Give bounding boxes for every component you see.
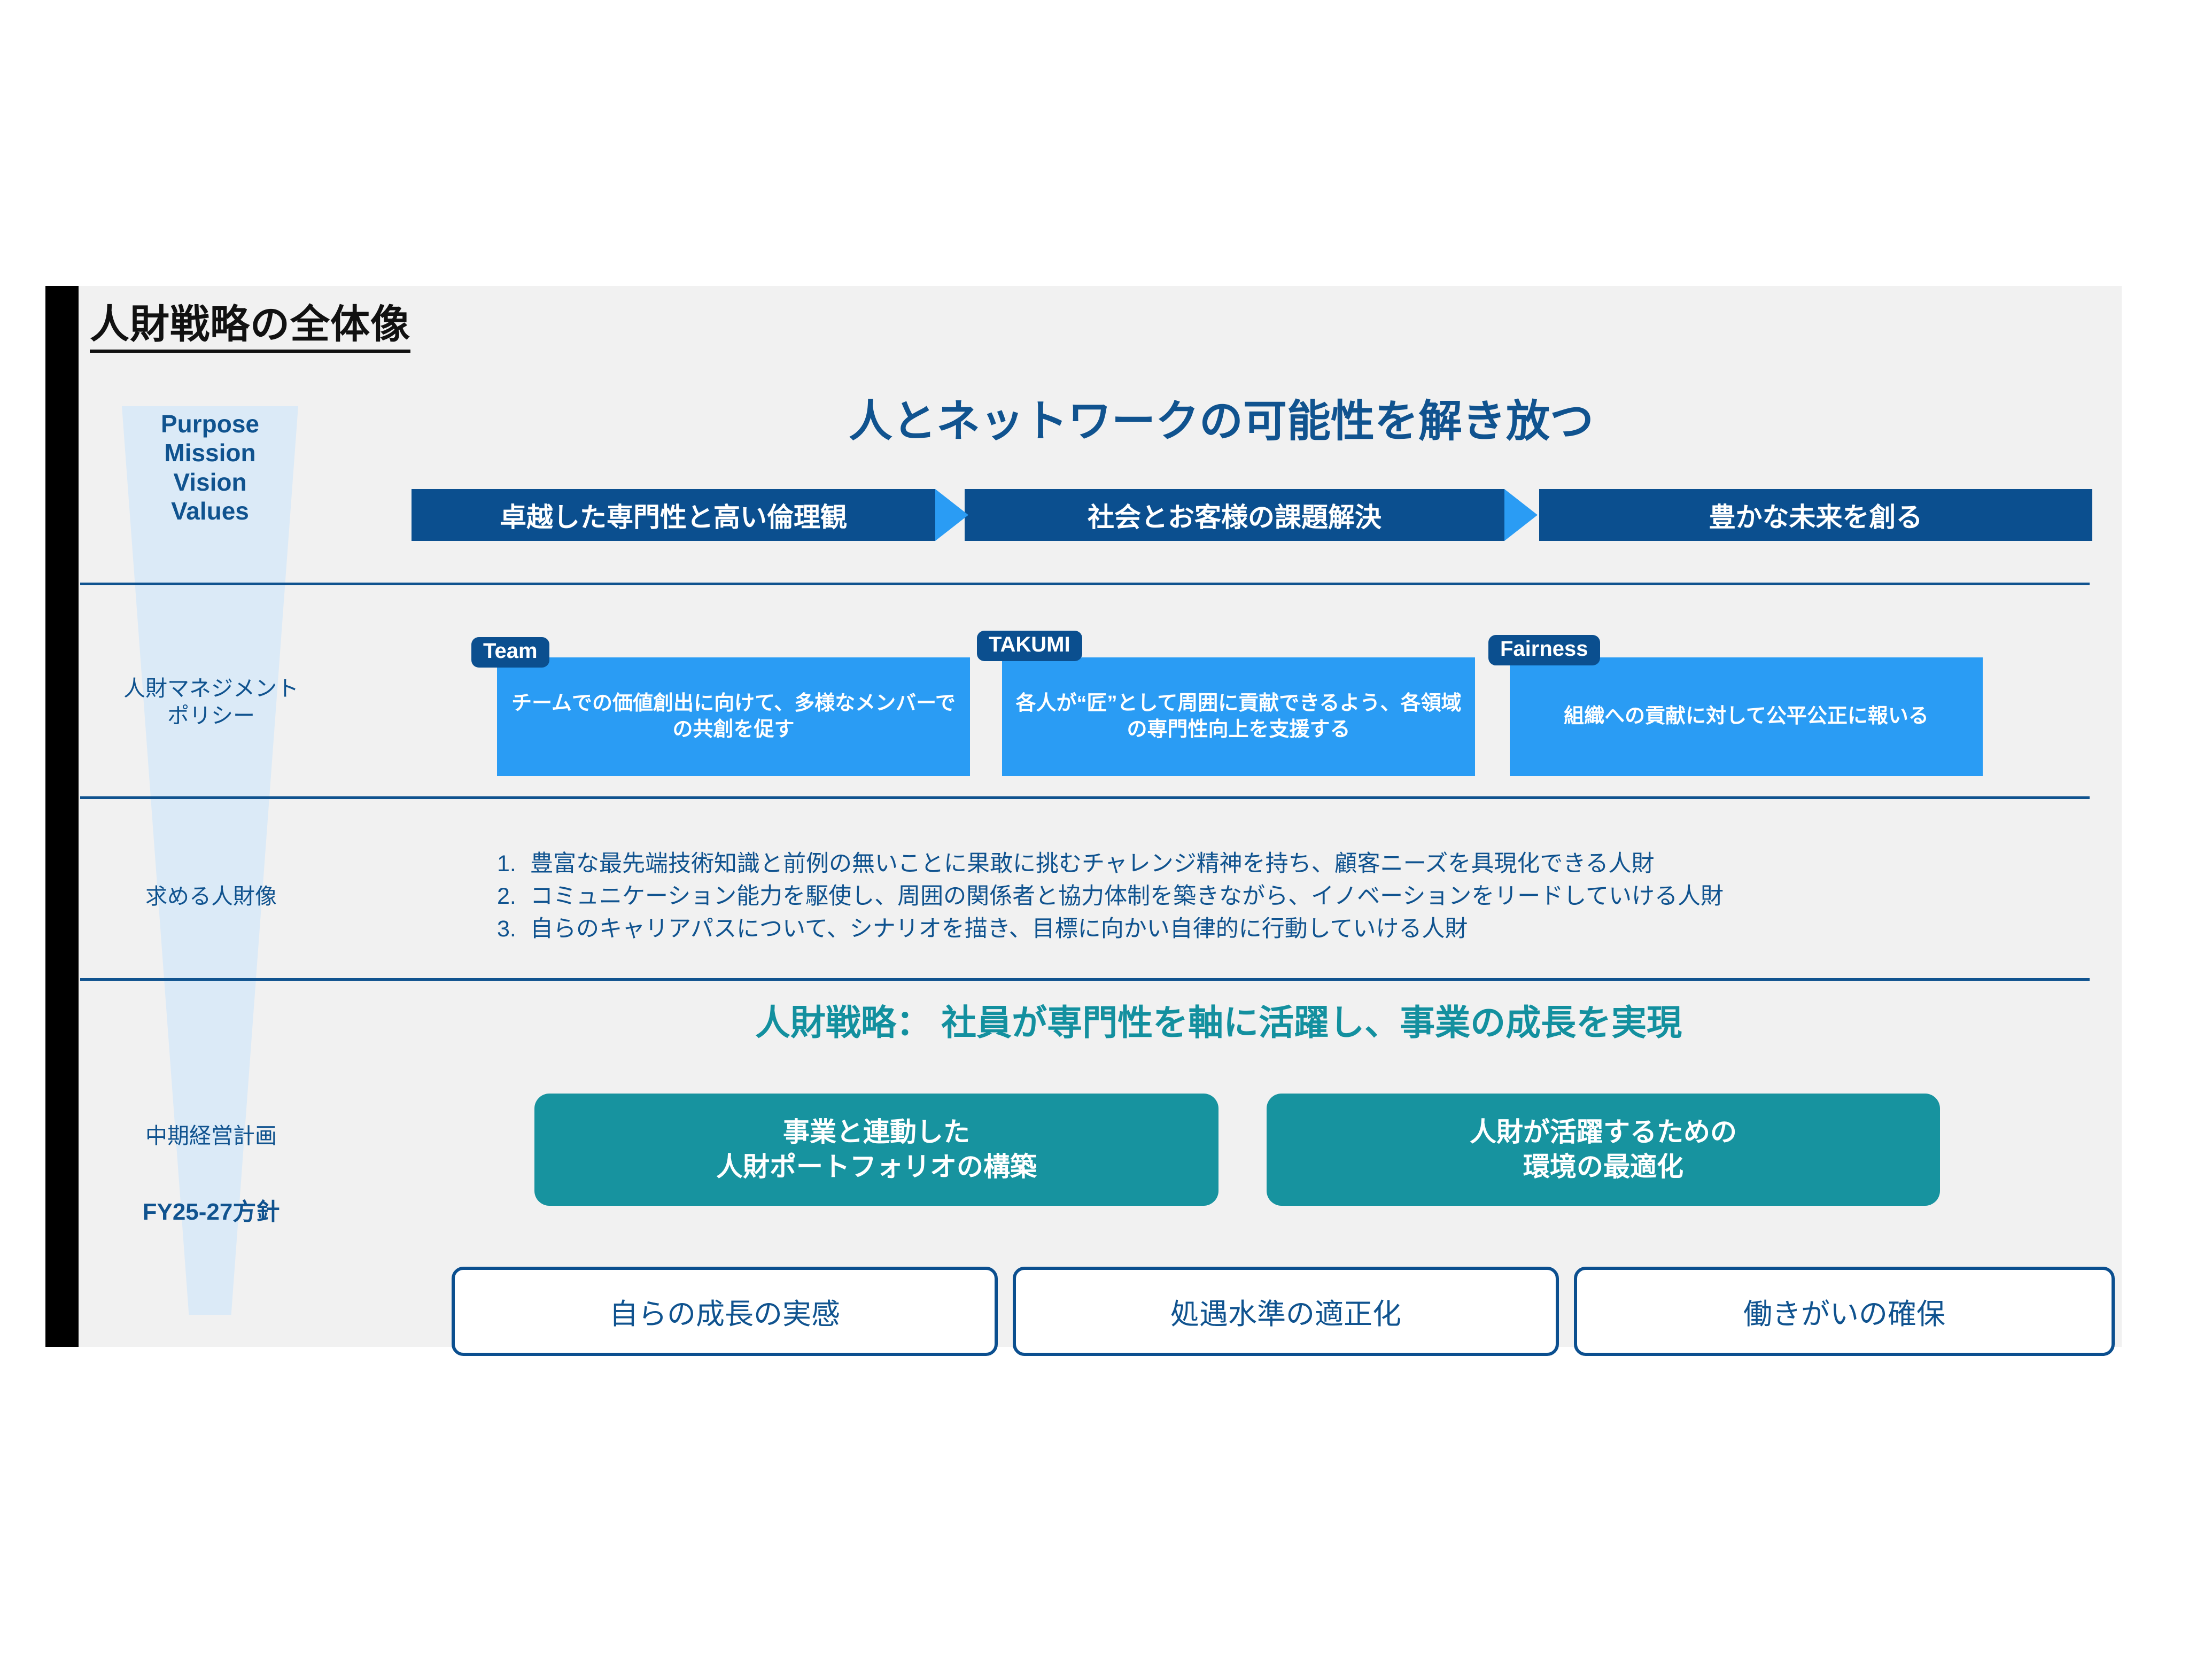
policy-row-label-line1: 人財マネジメント: [123, 676, 299, 701]
list-item: 3. 自らのキャリアパスについて、シナリオを描き、目標に向かい自律的に行動してい…: [497, 913, 2095, 945]
value-banner-3: 豊かな未来を創る: [1539, 489, 2092, 541]
desired-talent-list: 1. 豊富な最先端技術知識と前例の無いことに果敢に挑むチャレンジ精神を持ち、顧客…: [497, 848, 2095, 945]
midterm-row-label: 中期経営計画: [145, 1123, 277, 1148]
pmvv-label-values: Values: [171, 497, 249, 525]
section-divider-2: [80, 796, 2090, 799]
strategy-pillar-1-line2: 人財ポートフォリオの構築: [716, 1152, 1037, 1182]
value-banner-1: 卓越した専門性と高い倫理観: [412, 489, 935, 541]
list-item-number: 3.: [497, 916, 516, 942]
value-banner-2: 社会とお客様の課題解決: [965, 489, 1504, 541]
policy-tab-team: Team: [471, 637, 549, 668]
strategy-pillar-2: 人財が活躍するための 環境の最適化: [1267, 1094, 1940, 1206]
list-item-text: 自らのキャリアパスについて、シナリオを描き、目標に向かい自律的に行動していける人…: [530, 916, 1468, 942]
strategy-pillar-1-line1: 事業と連動した: [783, 1117, 970, 1147]
midterm-fy-label: FY25-27方針: [142, 1199, 280, 1225]
strategy-pillar-2-line1: 人財が活躍するための: [1470, 1117, 1737, 1147]
section-divider-1: [80, 583, 2090, 585]
outcome-box-3: 働きがいの確保: [1574, 1267, 2115, 1356]
pmvv-label: Purpose Mission Vision Values: [122, 409, 298, 525]
policy-row-label-line2: ポリシー: [167, 703, 255, 728]
page-title: 人財戦略の全体像: [90, 305, 410, 353]
pmvv-label-vision: Vision: [173, 468, 247, 496]
policy-card-fairness: 組織への貢献に対して公平公正に報いる: [1510, 657, 1983, 776]
policy-row-label: 人財マネジメント ポリシー: [80, 675, 342, 730]
list-item: 2. コミュニケーション能力を駆使し、周囲の関係者と協力体制を築きながら、イノベ…: [497, 880, 2095, 913]
strategy-pillar-2-line2: 環境の最適化: [1523, 1152, 1683, 1182]
list-item: 1. 豊富な最先端技術知識と前例の無いことに果敢に挑むチャレンジ精神を持ち、顧客…: [497, 848, 2095, 880]
list-item-text: コミュニケーション能力を駆使し、周囲の関係者と協力体制を築きながら、イノベーショ…: [530, 883, 1724, 910]
list-item-number: 2.: [497, 883, 516, 910]
strategy-headline: 人財戦略： 社員が専門性を軸に活躍し、事業の成長を実現: [755, 1003, 1682, 1042]
strategy-pillar-1: 事業と連動した 人財ポートフォリオの構築: [534, 1094, 1218, 1206]
list-item-text: 豊富な最先端技術知識と前例の無いことに果敢に挑むチャレンジ精神を持ち、顧客ニーズ…: [530, 851, 1655, 877]
outcome-box-1: 自らの成長の実感: [452, 1267, 998, 1356]
policy-tab-takumi: TAKUMI: [977, 631, 1082, 661]
desired-talent-row-label: 求める人財像: [145, 884, 277, 909]
outcome-box-2: 処遇水準の適正化: [1013, 1267, 1559, 1356]
policy-card-team: チームでの価値創出に向けて、多様なメンバーでの共創を促す: [497, 657, 970, 776]
policy-tab-fairness: Fairness: [1488, 635, 1600, 665]
list-item-number: 1.: [497, 851, 516, 877]
section-divider-3: [80, 978, 2090, 981]
pmvv-label-mission: Mission: [164, 439, 256, 467]
policy-card-takumi: 各人が“匠”として周囲に貢献できるよう、各領域の専門性向上を支援する: [1002, 657, 1475, 776]
purpose-headline: 人とネットワークの可能性を解き放つ: [848, 397, 1594, 446]
pmvv-label-purpose: Purpose: [160, 410, 260, 438]
left-black-rail: [45, 286, 79, 1347]
